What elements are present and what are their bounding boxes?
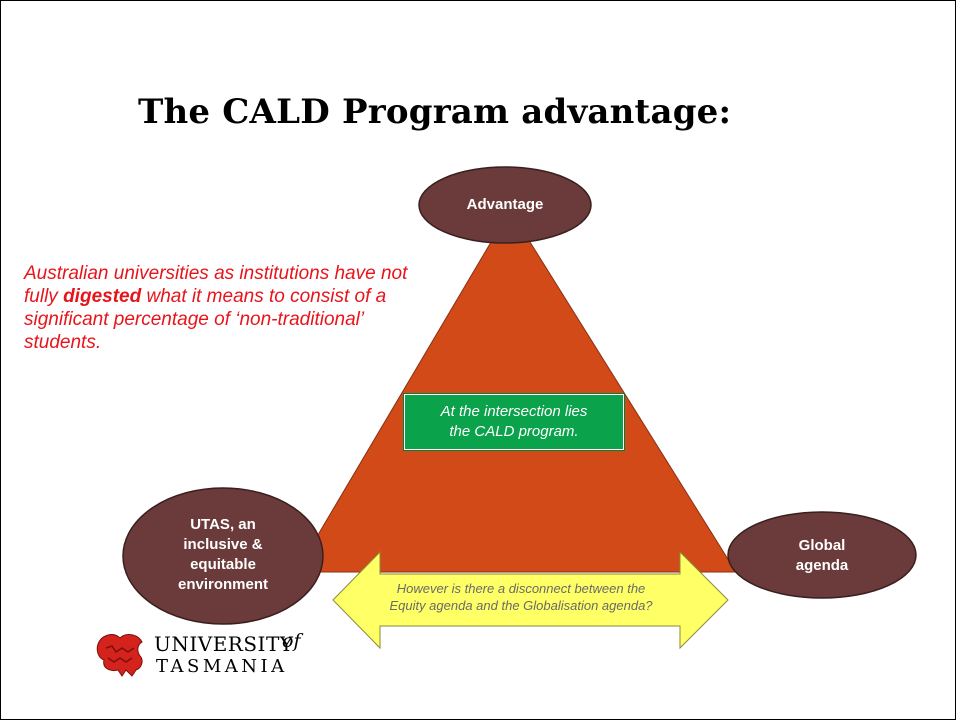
utas-label-line-4: environment xyxy=(177,576,268,593)
logo-of: of xyxy=(282,630,301,652)
side-note-text-1: Australian universities as institutions … xyxy=(24,263,408,307)
logo-tasmania: TASMANIA xyxy=(156,656,288,677)
global-agenda-label-line-2: agenda xyxy=(795,557,849,574)
triangle xyxy=(295,209,737,573)
center-text-line-2: the CALD program. xyxy=(449,423,579,440)
logo-university: UNIVERSITY xyxy=(154,632,294,656)
side-note: Australian universities as institutions … xyxy=(24,262,444,354)
slide-title: The CALD Program advantage: xyxy=(138,92,732,132)
global-agenda-label-line-1: Global xyxy=(798,537,846,554)
advantage-node xyxy=(418,166,592,244)
utas-label-line-1: UTAS, an xyxy=(190,516,256,533)
utas-label: UTAS, an inclusive & equitable environme… xyxy=(126,512,320,598)
advantage-label: Advantage xyxy=(466,196,544,213)
center-text-line-1: At the intersection lies xyxy=(440,403,588,420)
global-agenda-label: Global agenda xyxy=(735,530,909,582)
utas-label-line-2: inclusive & xyxy=(183,536,263,553)
utas-label-line-3: equitable xyxy=(190,556,256,573)
lion-crest-icon xyxy=(96,634,143,677)
utas-node xyxy=(122,487,324,625)
side-note-emphasis: digested xyxy=(63,286,142,307)
double-arrow xyxy=(332,550,729,650)
side-note-text-2: what it means to consist of a significan… xyxy=(24,286,387,353)
arrow-text-line-1: However is there a disconnect between th… xyxy=(396,581,646,596)
global-agenda-node xyxy=(727,511,917,599)
arrow-text-line-2: Equity agenda and the Globalisation agen… xyxy=(389,598,653,613)
university-logo: UNIVERSITY of TASMANIA xyxy=(92,630,332,680)
center-box: At the intersection lies the CALD progra… xyxy=(403,393,625,451)
arrow-text: However is there a disconnect between th… xyxy=(356,580,686,614)
